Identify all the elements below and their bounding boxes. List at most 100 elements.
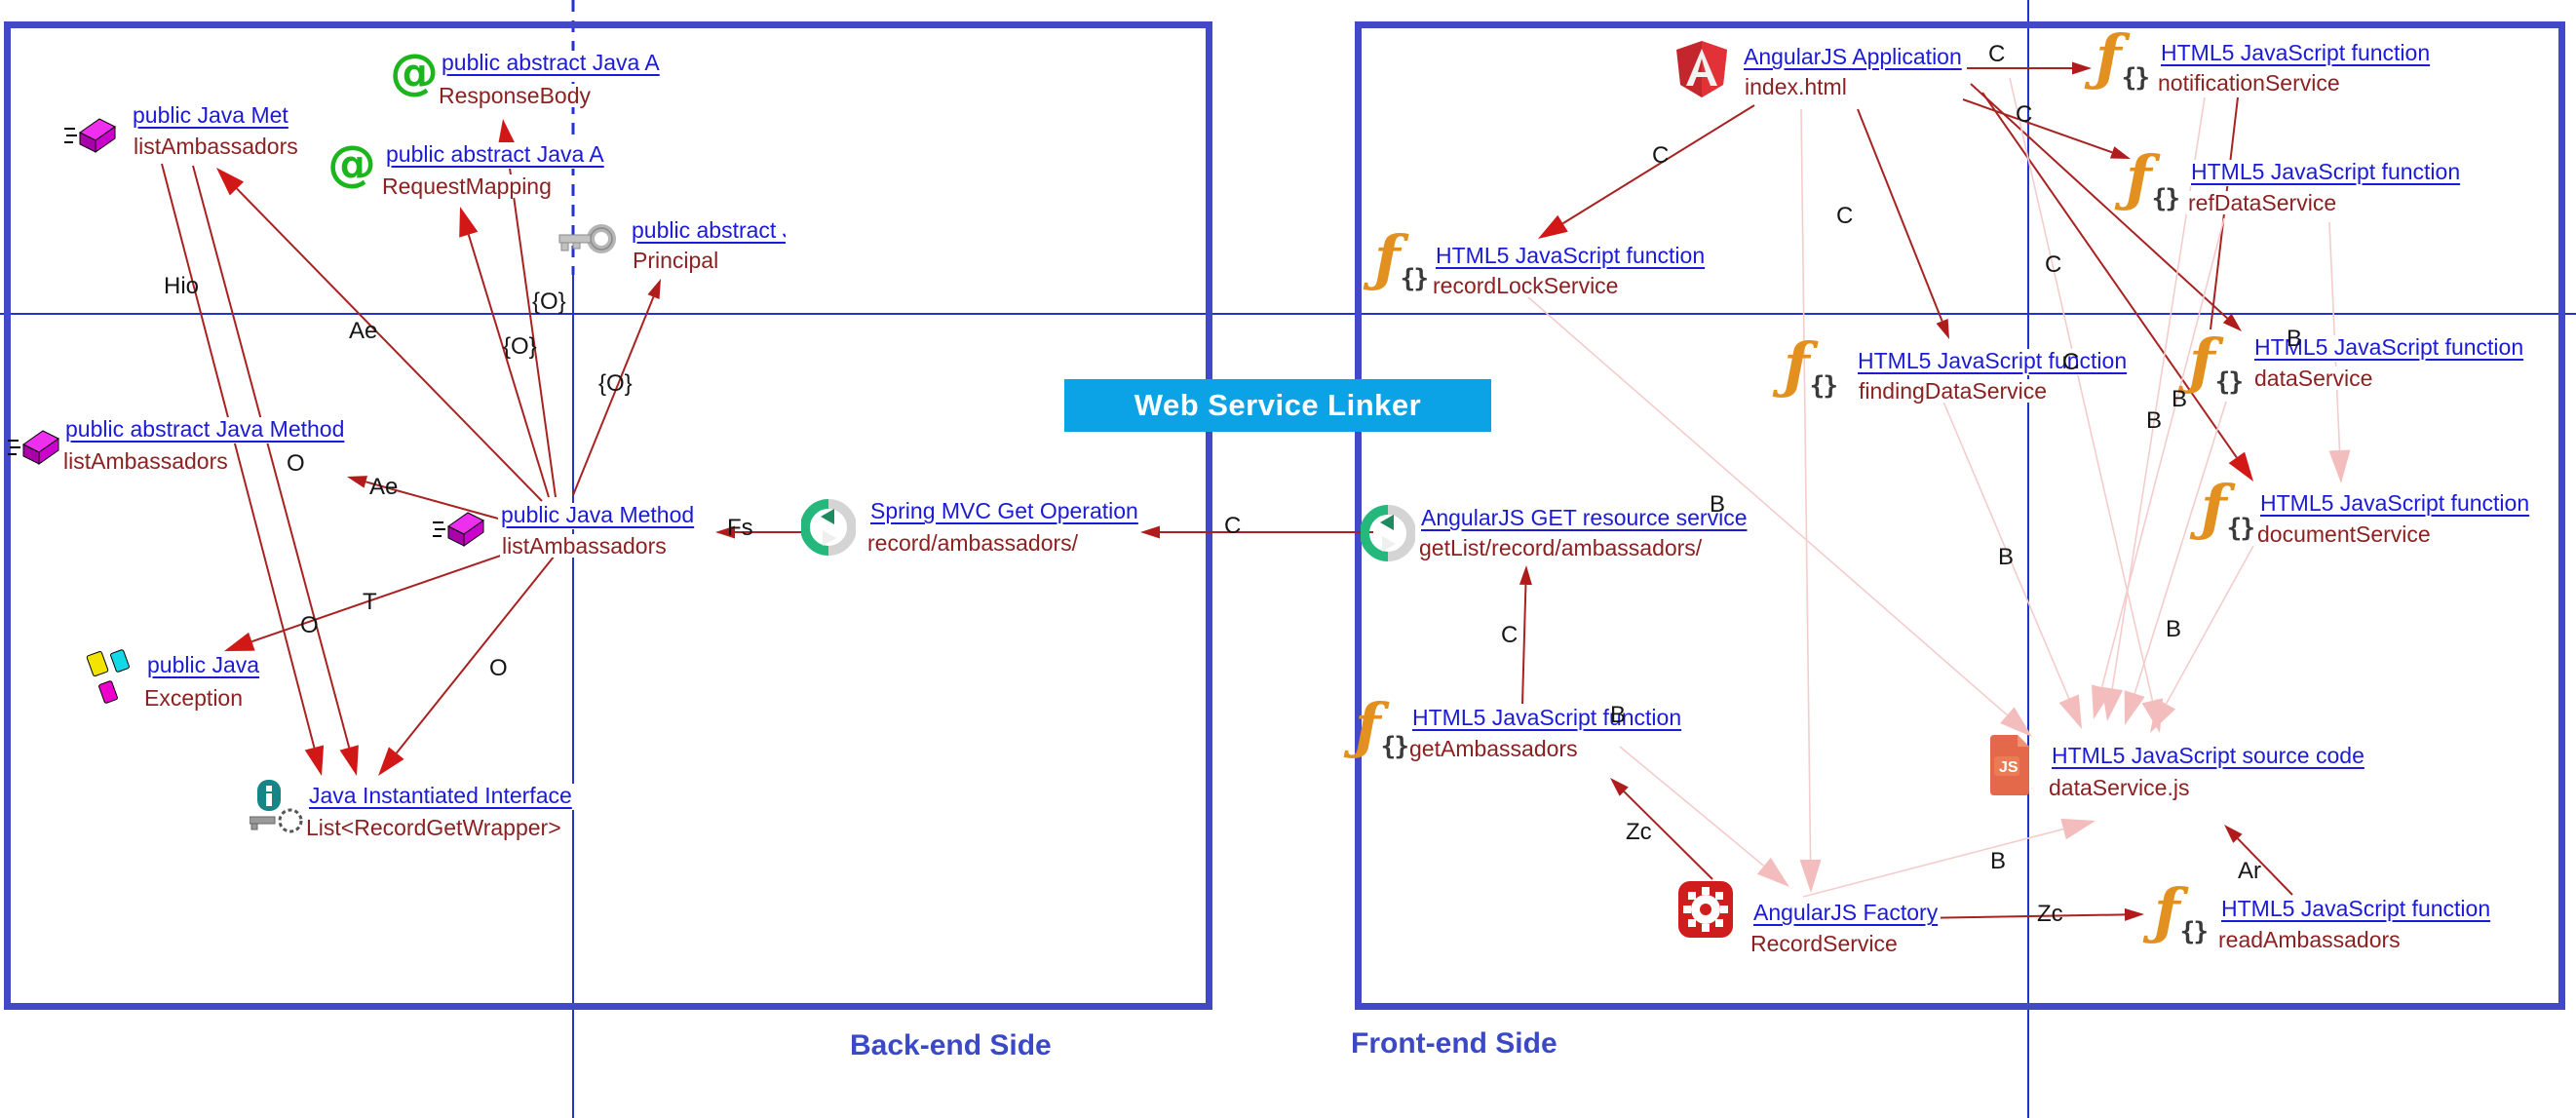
java-method-eraser-icon xyxy=(433,512,484,547)
func-icon: ƒ{} xyxy=(1374,228,1429,292)
node-subtitle-ref-data-service: refDataService xyxy=(2186,190,2339,215)
node-subtitle-angularjs-application: index.html xyxy=(1743,74,1849,99)
eraser-icon xyxy=(64,113,119,161)
node-subtitle-notification-service: notificationService xyxy=(2156,70,2342,96)
svg-text:JS: JS xyxy=(1999,759,2019,776)
edge-label-Ae-3: Ae xyxy=(369,474,399,500)
node-title-ref-data-service[interactable]: HTML5 JavaScript function xyxy=(2188,159,2464,187)
js-function-icon: ƒ{} xyxy=(1374,222,1429,293)
edge-label-C-14: C xyxy=(1988,41,2006,67)
node-title-angularjs-factory[interactable]: AngularJS Factory xyxy=(1750,900,1942,928)
node-title-data-service[interactable]: HTML5 JavaScript function xyxy=(2251,334,2527,363)
node-title-exception[interactable]: public Java xyxy=(144,652,263,680)
edge-label-OOO-6: {O} xyxy=(598,370,633,397)
backend-panel xyxy=(4,21,1212,1010)
edge-label-Ar-21: Ar xyxy=(2238,858,2261,884)
edge-label-Fs-10: Fs xyxy=(727,515,753,541)
exception-diamonds-icon xyxy=(86,649,130,704)
instantiated-interface-icon xyxy=(249,780,303,833)
node-title-java-method-list-2[interactable]: public Java Method xyxy=(498,502,698,530)
node-title-get-ambassadors[interactable]: HTML5 JavaScript function xyxy=(1409,705,1685,733)
js-function-icon: ƒ{} xyxy=(2154,875,2209,946)
node-subtitle-java-instantiated-interface: List<RecordGetWrapper> xyxy=(304,815,563,840)
func-icon: ƒ{} xyxy=(2154,881,2209,945)
edge-label-C-13: C xyxy=(1652,142,1670,169)
node-title-java-instantiated-interface[interactable]: Java Instantiated Interface xyxy=(306,783,575,811)
node-subtitle-java-method-list-2: listAmbassadors xyxy=(500,533,669,559)
node-title-spring-mvc-get[interactable]: Spring MVC Get Operation xyxy=(867,498,1141,526)
edge-label-Ae-1: Ae xyxy=(349,318,378,344)
node-title-record-lock-service[interactable]: HTML5 JavaScript function xyxy=(1433,243,1709,271)
factory-icon xyxy=(1676,879,1735,945)
node-title-notification-service[interactable]: HTML5 JavaScript function xyxy=(2158,40,2434,68)
edge-label-O-2: O xyxy=(287,450,305,477)
node-subtitle-principal: Principal xyxy=(631,248,721,273)
func-icon: ƒ{} xyxy=(1355,696,1409,760)
func-icon: ƒ{} xyxy=(2201,478,2255,542)
java-method-eraser-icon xyxy=(64,118,116,153)
web-service-linker-banner: Web Service Linker xyxy=(1064,379,1491,432)
exc-icon xyxy=(82,647,133,713)
node-title-angularjs-application[interactable]: AngularJS Application xyxy=(1741,44,1965,72)
eraser-icon xyxy=(433,507,487,555)
node-subtitle-get-ambassadors: getAmbassadors xyxy=(1407,736,1580,761)
func-icon: ƒ{} xyxy=(1784,335,1838,400)
node-title-response-body[interactable]: public abstract Java A xyxy=(439,50,663,78)
node-subtitle-exception: Exception xyxy=(142,685,246,711)
node-title-abstract-java-method[interactable]: public abstract Java Method xyxy=(62,416,348,444)
get-operation-icon xyxy=(1360,505,1416,561)
edge-label-OOO-4: {O} xyxy=(532,289,566,315)
annotation-at-icon: @ xyxy=(327,135,376,192)
js-function-icon: ƒ{} xyxy=(2201,472,2255,543)
node-title-principal[interactable]: public abstract J xyxy=(629,218,786,246)
edge-label-C-11: C xyxy=(1224,513,1242,539)
node-subtitle-angularjs-get-resource: getList/record/ambassadors/ xyxy=(1417,535,1705,560)
js-function-icon: ƒ{} xyxy=(1355,690,1409,761)
edge-label-C-12: C xyxy=(1501,622,1519,648)
iface-icon xyxy=(249,780,304,839)
ngapp-icon xyxy=(1672,39,1731,104)
edge-label-C-17: C xyxy=(2045,251,2062,278)
node-subtitle-data-service: dataService xyxy=(2252,366,2375,391)
node-title-angularjs-get-resource[interactable]: AngularJS GET resource service xyxy=(1418,505,1750,533)
node-subtitle-dataservice-js: dataService.js xyxy=(2047,775,2192,800)
at-icon: @ xyxy=(327,139,376,188)
node-title-document-service[interactable]: HTML5 JavaScript function xyxy=(2257,490,2533,519)
node-subtitle-response-body: ResponseBody xyxy=(437,83,593,108)
node-title-request-mapping[interactable]: public abstract Java A xyxy=(383,141,607,170)
edge-label-O-9: O xyxy=(489,655,508,681)
node-title-dataservice-js[interactable]: HTML5 JavaScript source code xyxy=(2049,743,2367,771)
get-operation-icon xyxy=(800,499,857,556)
edge-label-C-15: C xyxy=(2016,101,2033,128)
edge-label-Hio-0: Hio xyxy=(164,273,200,299)
factory-gear-icon xyxy=(1678,881,1733,938)
edge-label-B-22: B xyxy=(1710,491,1726,518)
node-title-read-ambassadors[interactable]: HTML5 JavaScript function xyxy=(2218,896,2494,924)
backend-side-label: Back-end Side xyxy=(850,1029,1052,1061)
func-icon: ƒ{} xyxy=(2095,27,2150,92)
node-title-java-method-list-1[interactable]: public Java Met xyxy=(130,103,289,131)
node-subtitle-abstract-java-method: listAmbassadors xyxy=(61,448,230,474)
func-icon: ƒ{} xyxy=(2126,148,2180,212)
edge-label-B-29: B xyxy=(1610,702,1627,728)
edge-label-B-26: B xyxy=(2166,616,2182,642)
edge-label-C-18: C xyxy=(2062,349,2080,375)
edge-label-OOO-5: {O} xyxy=(503,333,537,360)
js-function-icon: ƒ{} xyxy=(2126,142,2180,213)
jsfile-icon: JS xyxy=(1986,735,2033,802)
key-icon xyxy=(558,224,616,253)
java-method-eraser-icon xyxy=(8,430,59,465)
node-subtitle-angularjs-factory: RecordService xyxy=(1749,931,1900,956)
frontend-side-label: Front-end Side xyxy=(1351,1027,1557,1060)
node-subtitle-record-lock-service: recordLockService xyxy=(1431,273,1621,298)
getop-icon xyxy=(1360,505,1416,566)
func-icon: ƒ{} xyxy=(2189,331,2244,396)
edge-label-B-28: B xyxy=(1990,848,2007,874)
js-file-icon: JS xyxy=(1990,735,2029,795)
js-function-icon: ƒ{} xyxy=(2095,21,2150,93)
node-title-finding-data-service[interactable]: HTML5 JavaScript function xyxy=(1855,348,2131,376)
frontend-panel xyxy=(1355,21,2565,1010)
